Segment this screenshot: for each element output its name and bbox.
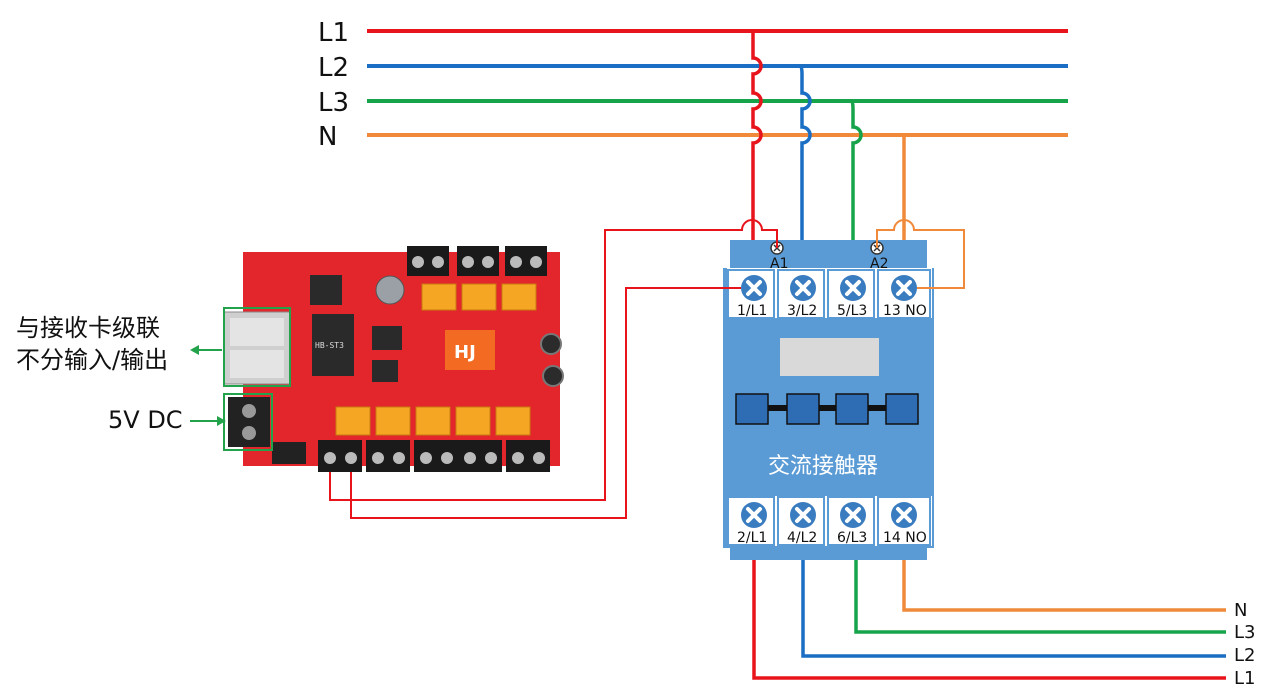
drop-l3: [850, 99, 863, 270]
cascade-port-highlight: [223, 307, 291, 387]
relays-bottom: [335, 406, 531, 436]
screw-icon: [741, 275, 767, 301]
drop-l1: [751, 31, 763, 270]
chip-main: [312, 314, 354, 376]
power-connector: [228, 397, 270, 447]
contactor-window: [780, 338, 879, 376]
board-logo-text: HJ: [454, 342, 476, 363]
screw-icon: [790, 502, 816, 528]
terminal-label-1-l1: 1/L1: [737, 303, 767, 319]
coil-label-a2: A2: [870, 256, 888, 272]
load-outputs: N L3 L2 L1: [752, 548, 1255, 689]
output-n: [902, 548, 1226, 612]
top-terminals: 1/L1 3/L2 5/L3 13 NO: [727, 269, 931, 319]
control-wiring: [329, 219, 965, 519]
contactor-top-tab: [730, 240, 927, 270]
board-logo: [445, 330, 495, 370]
screw-icon: [891, 502, 917, 528]
terminal-label-6-l3: 6/L3: [837, 530, 867, 546]
output-l3: [854, 548, 1226, 634]
ac-contactor: 1/L1 3/L2 5/L3 13 NO A1 A2 交流接触器: [723, 240, 934, 560]
screw-icon: [790, 275, 816, 301]
output-label-n: N: [1234, 600, 1247, 621]
power-annotation: 5V DC: [108, 406, 183, 434]
chip-small: [310, 275, 342, 305]
bus-label-l1: L1: [318, 18, 349, 48]
battery-icon: [375, 275, 405, 305]
bottom-terminal-screws: [324, 452, 545, 464]
screw-icon: [891, 275, 917, 301]
sensor-port-icon: [542, 365, 564, 387]
chip-small-3: [372, 360, 398, 382]
terminal-label-14-no: 14 NO: [883, 530, 927, 546]
terminal-label-2-l1: 2/L1: [737, 530, 767, 546]
bus-label-n: N: [318, 122, 337, 152]
output-l2: [801, 548, 1226, 658]
output-label-l3: L3: [1234, 622, 1255, 643]
output-label-l1: L1: [1234, 668, 1255, 689]
relays-top: [421, 283, 537, 311]
screw-icon: [840, 275, 866, 301]
annotations: 与接收卡级联 不分输入/输出 5V DC: [16, 314, 226, 434]
power-bus: L1 L2 L3 N: [318, 18, 1068, 152]
contactor-title: 交流接触器: [768, 454, 878, 479]
bus-label-l3: L3: [318, 88, 349, 118]
chip-small-2: [372, 326, 402, 350]
top-terminal-blocks: [407, 246, 547, 276]
bus-label-l2: L2: [318, 53, 349, 83]
cascade-annotation-line1: 与接收卡级联: [16, 314, 160, 342]
terminal-label-5-l3: 5/L3: [837, 303, 867, 319]
controller-board: HB-ST3 HJ: [223, 246, 564, 472]
sensor-port-icon: [540, 333, 562, 355]
control-wire-a1: [329, 219, 778, 501]
arrow-head-icon: [190, 345, 199, 355]
screw-icon: [741, 502, 767, 528]
cascade-annotation-line2: 不分输入/输出: [16, 346, 168, 374]
arrow-head-icon: [217, 416, 226, 426]
bottom-terminals: 2/L1 4/L2 6/L3 14 NO: [727, 496, 931, 546]
pin-header: [272, 442, 306, 464]
control-wire-1l1: [350, 287, 741, 519]
contact-mechanism: [735, 393, 919, 425]
output-l1: [752, 548, 1226, 680]
output-label-l2: L2: [1234, 645, 1255, 666]
terminal-label-4-l2: 4/L2: [787, 530, 817, 546]
drop-l2: [799, 64, 812, 270]
coil-label-a1: A1: [770, 256, 788, 272]
contactor-bottom-tab: [730, 546, 927, 560]
chip-label: HB-ST3: [315, 341, 344, 350]
screw-icon: [840, 502, 866, 528]
control-wire-a2-loop: [876, 219, 965, 289]
terminal-label-3-l2: 3/L2: [787, 303, 817, 319]
terminal-label-13-no: 13 NO: [883, 303, 927, 319]
ethernet-ports: [223, 311, 291, 385]
